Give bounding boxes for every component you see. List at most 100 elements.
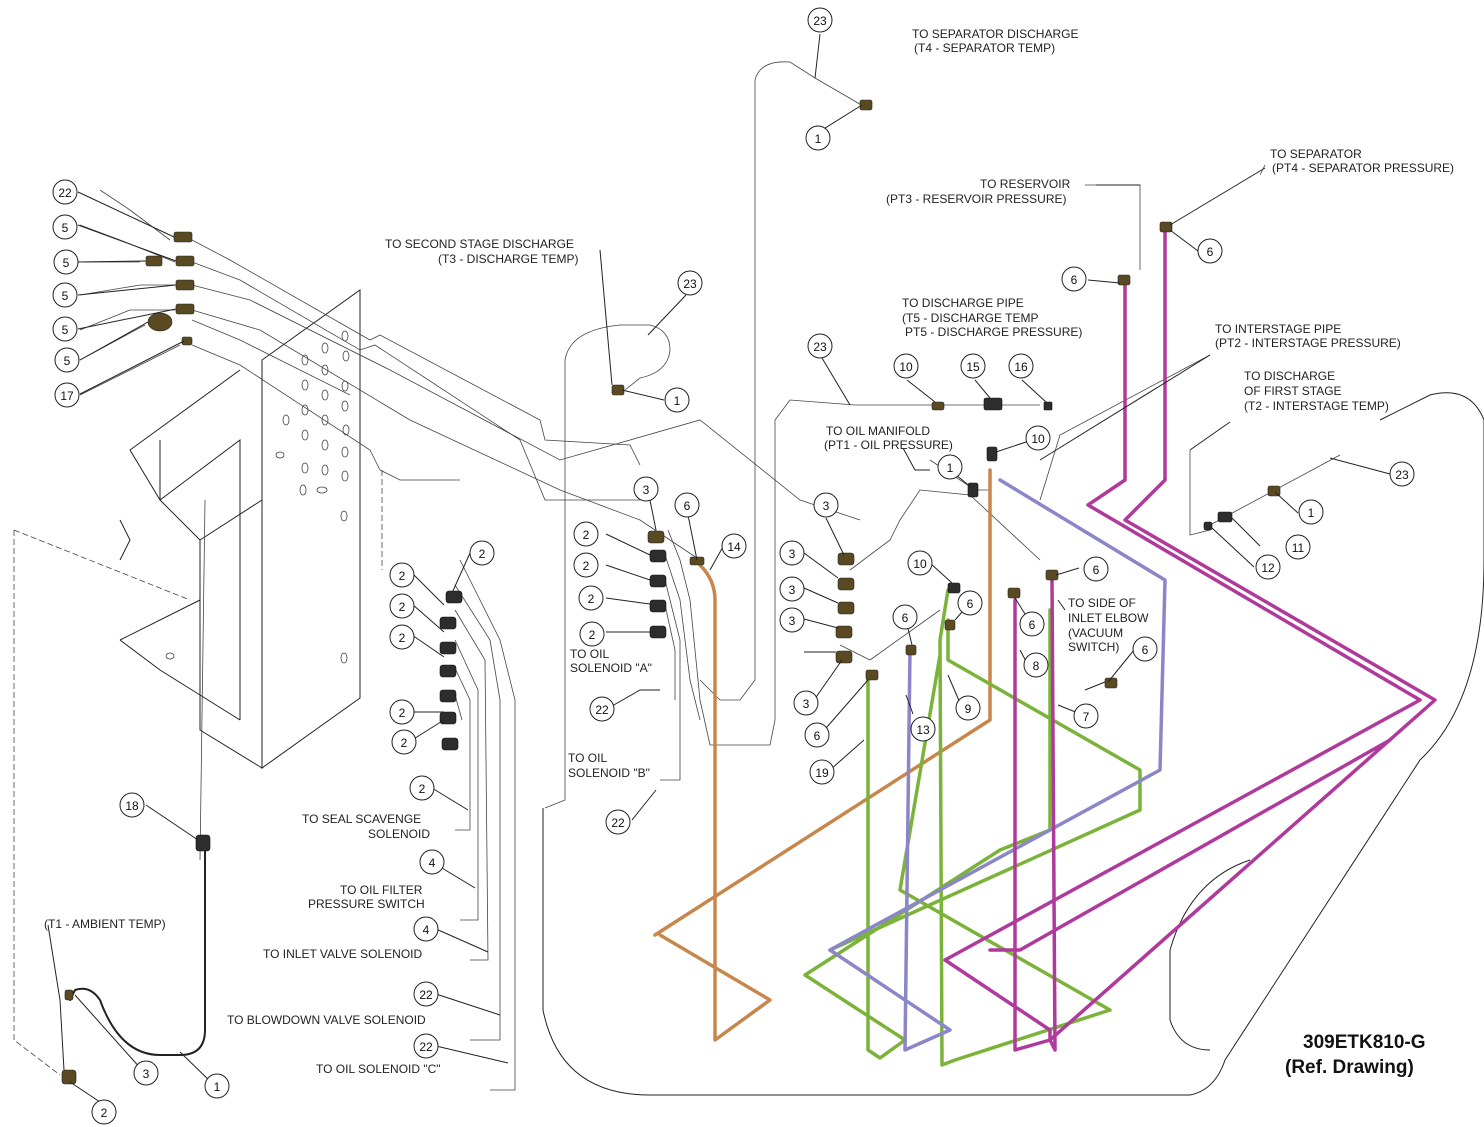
balloon-circle — [413, 981, 439, 1007]
item-balloon: 6 — [1132, 636, 1158, 662]
item-balloon: 1 — [805, 125, 831, 151]
balloon-circle — [54, 382, 80, 408]
balloon-circle — [807, 7, 833, 33]
balloon-circle — [578, 585, 604, 611]
balloon-number: 23 — [813, 14, 827, 28]
balloon-number: 5 — [62, 323, 69, 337]
balloon-number: 22 — [419, 988, 433, 1002]
balloon-number: 6 — [1093, 563, 1100, 577]
balloon-number: 2 — [419, 782, 426, 796]
balloon-circle — [1389, 461, 1415, 487]
balloon-circle — [419, 849, 445, 875]
item-balloon: 3 — [779, 576, 805, 602]
balloon-number: 2 — [479, 547, 486, 561]
balloon-circle — [937, 454, 963, 480]
balloon-number: 4 — [423, 923, 430, 937]
balloon-number: 3 — [789, 614, 796, 628]
callout-oil-manifold: TO OIL MANIFOLD — [826, 424, 930, 438]
tube-purple-10 — [988, 738, 1392, 952]
balloon-circle — [805, 125, 831, 151]
item-balloon: 14 — [721, 533, 747, 559]
item-balloon: 6 — [674, 492, 700, 518]
balloon-circle — [52, 282, 78, 308]
balloon-number: 13 — [916, 723, 930, 737]
svg-text:(T2 - INTERSTAGE TEMP): (T2 - INTERSTAGE TEMP) — [1244, 399, 1389, 413]
balloon-circle — [804, 722, 830, 748]
balloon-number: 6 — [1029, 618, 1036, 632]
balloon-circle — [389, 699, 415, 725]
callout-first-stage: TO DISCHARGE — [1244, 369, 1335, 383]
balloon-number: 6 — [967, 597, 974, 611]
balloon-circle — [204, 1073, 230, 1099]
callout-seal-scavenge: TO SEAL SCAVENGE — [302, 812, 421, 826]
balloon-number: 2 — [583, 559, 590, 573]
balloon-number: 5 — [63, 256, 70, 270]
svg-text:(PT4 - SEPARATOR PRESSURE): (PT4 - SEPARATOR PRESSURE) — [1272, 161, 1454, 175]
balloon-number: 23 — [1395, 468, 1409, 482]
item-balloon: 3 — [793, 690, 819, 716]
balloon-number: 6 — [1207, 245, 1214, 259]
item-balloon: 13 — [910, 716, 936, 742]
item-balloon: 2 — [389, 699, 415, 725]
item-balloon: 9 — [955, 695, 981, 721]
balloon-circle — [52, 316, 78, 342]
balloon-circle — [813, 492, 839, 518]
balloon-number: 12 — [1261, 561, 1275, 575]
callout-ambient: (T1 - AMBIENT TEMP) — [44, 917, 166, 931]
item-balloon: 6 — [1197, 238, 1223, 264]
svg-text:SOLENOID "A": SOLENOID "A" — [570, 661, 652, 675]
balloon-circle — [409, 775, 435, 801]
tube-green-7 — [828, 618, 1142, 952]
tube-purple-8 — [943, 283, 1422, 1052]
item-balloon: 2 — [573, 521, 599, 547]
item-balloon: 15 — [960, 353, 986, 379]
balloon-number: 9 — [965, 702, 972, 716]
balloon-number: 1 — [947, 461, 954, 475]
balloon-circle — [809, 759, 835, 785]
callout-solenoid-b: TO OIL — [568, 751, 607, 765]
balloon-number: 23 — [813, 340, 827, 354]
balloon-number: 3 — [143, 1067, 150, 1081]
balloon-number: 2 — [399, 631, 406, 645]
balloon-number: 2 — [399, 706, 406, 720]
balloon-number: 15 — [966, 360, 980, 374]
callout-solenoid-c: TO OIL SOLENOID "C" — [316, 1062, 441, 1076]
item-balloon: 7 — [1073, 703, 1099, 729]
balloon-number: 1 — [1308, 506, 1315, 520]
item-balloon: 1 — [204, 1073, 230, 1099]
balloon-circle — [133, 1060, 159, 1086]
balloon-circle — [469, 540, 495, 566]
balloon-number: 1 — [214, 1080, 221, 1094]
balloon-circle — [1132, 636, 1158, 662]
tube-lavender-13 — [828, 478, 1167, 1052]
svg-text:(VACUUM: (VACUUM — [1068, 626, 1123, 640]
tube-green-9 — [898, 588, 1112, 1067]
balloon-circle — [779, 540, 805, 566]
item-balloon: 2 — [578, 585, 604, 611]
balloon-circle — [1197, 238, 1223, 264]
drawing-reference-note: (Ref. Drawing) — [1285, 1057, 1414, 1078]
leader-lines — [47, 33, 1391, 1111]
item-balloon: 23 — [1389, 461, 1415, 487]
balloon-number: 2 — [399, 569, 406, 583]
item-balloon: 10 — [1025, 425, 1051, 451]
balloon-circle — [779, 576, 805, 602]
item-balloon: 10 — [907, 550, 933, 576]
balloon-number: 23 — [683, 277, 697, 291]
item-balloon: 23 — [807, 333, 833, 359]
svg-text:(T4 - SEPARATOR TEMP): (T4 - SEPARATOR TEMP) — [914, 41, 1055, 55]
balloon-circle — [677, 270, 703, 296]
svg-text:OF FIRST STAGE: OF FIRST STAGE — [1244, 384, 1342, 398]
balloon-number: 7 — [1083, 710, 1090, 724]
balloon-number: 22 — [419, 1040, 433, 1054]
callout-oil-filter: TO OIL FILTER — [340, 883, 423, 897]
balloon-circle — [957, 590, 983, 616]
balloon-number: 2 — [583, 528, 590, 542]
balloon-circle — [413, 916, 439, 942]
callout-second-stage: TO SECOND STAGE DISCHARGE — [385, 237, 574, 251]
balloon-circle — [413, 1033, 439, 1059]
balloon-number: 6 — [684, 499, 691, 513]
